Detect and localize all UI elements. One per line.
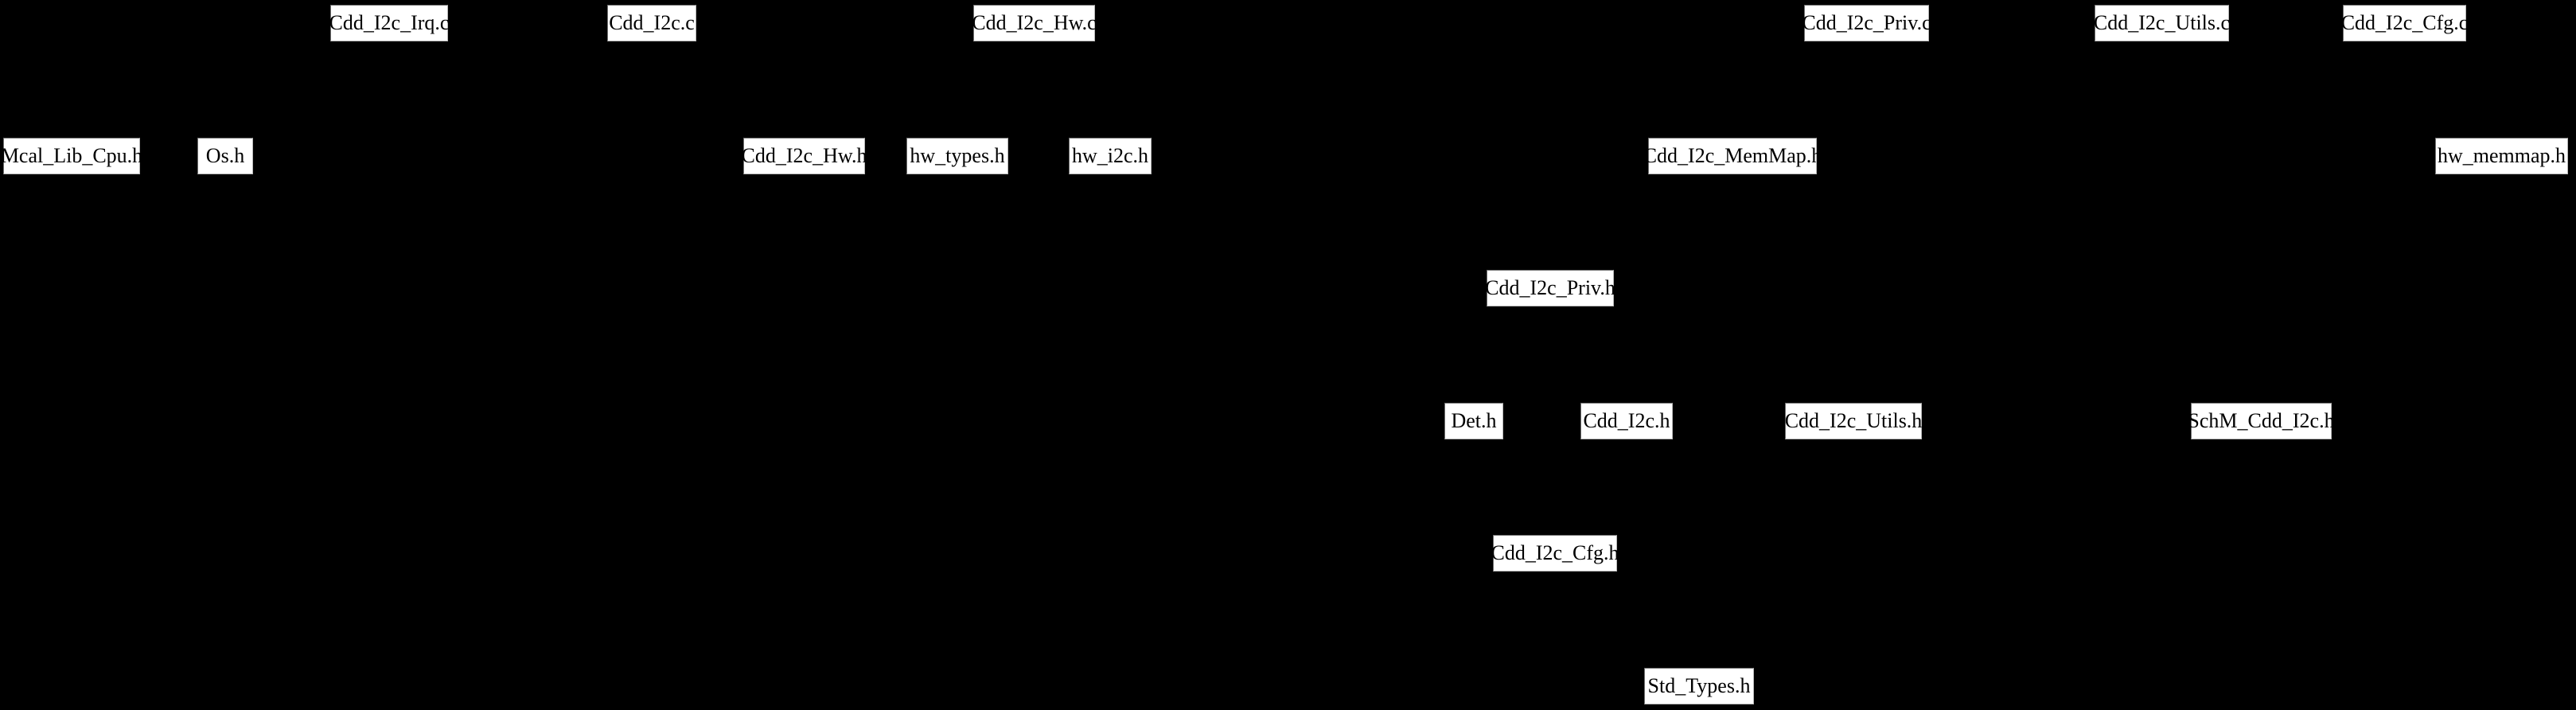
graph-node-label: Cdd_I2c_Priv.h — [1485, 276, 1615, 299]
graph-node-label: Cdd_I2c_Utils.c — [2093, 11, 2231, 34]
graph-node-cdd-i2c-utils-c[interactable]: Cdd_I2c_Utils.c — [2093, 5, 2231, 41]
graph-node-label: Cdd_I2c_MemMap.h — [1643, 144, 1822, 167]
graph-node-label: Cdd_I2c_Priv.c — [1802, 11, 1931, 34]
graph-node-hw-i2c-h[interactable]: hw_i2c.h — [1069, 138, 1152, 174]
graph-node-label: Cdd_I2c_Cfg.h — [1491, 541, 1619, 564]
graph-node-label: hw_types.h — [910, 144, 1005, 167]
graph-node-cdd-i2c-memmap-h[interactable]: Cdd_I2c_MemMap.h — [1643, 138, 1822, 174]
graph-node-label: Cdd_I2c_Cfg.c — [2340, 11, 2469, 34]
graph-node-cdd-i2c-cfg-h[interactable]: Cdd_I2c_Cfg.h — [1491, 535, 1619, 572]
graph-node-label: Cdd_I2c.c — [609, 11, 695, 34]
graph-node-label: Cdd_I2c_Hw.c — [972, 11, 1097, 34]
graph-node-cdd-i2c-priv-c[interactable]: Cdd_I2c_Priv.c — [1802, 5, 1931, 41]
graph-node-label: Std_Types.h — [1647, 674, 1751, 697]
graph-node-label: Cdd_I2c_Irq.c — [329, 11, 450, 34]
graph-node-cdd-i2c-hw-h[interactable]: Cdd_I2c_Hw.h — [741, 138, 867, 174]
graph-node-mcal-lib-cpu-h[interactable]: Mcal_Lib_Cpu.h — [0, 138, 143, 174]
graph-node-det-h[interactable]: Det.h — [1444, 403, 1503, 439]
graph-node-hw-types-h[interactable]: hw_types.h — [906, 138, 1008, 174]
graph-node-label: hw_memmap.h — [2437, 144, 2566, 167]
graph-node-label: Det.h — [1451, 409, 1497, 432]
graph-node-std-types-h[interactable]: Std_Types.h — [1644, 668, 1754, 704]
graph-node-cdd-i2c-priv-h[interactable]: Cdd_I2c_Priv.h — [1485, 270, 1615, 306]
graph-node-cdd-i2c-irq-c[interactable]: Cdd_I2c_Irq.c — [329, 5, 450, 41]
graph-node-hw-memmap-h[interactable]: hw_memmap.h — [2435, 138, 2568, 174]
graph-node-label: Cdd_I2c.h — [1583, 409, 1670, 432]
graph-node-cdd-i2c-utils-h[interactable]: Cdd_I2c_Utils.h — [1785, 403, 1922, 439]
graph-node-schm-cdd-i2c-h[interactable]: SchM_Cdd_I2c.h — [2188, 403, 2335, 439]
graph-node-os-h[interactable]: Os.h — [197, 138, 253, 174]
graph-node-label: Cdd_I2c_Utils.h — [1784, 409, 1923, 432]
graph-node-cdd-i2c-cfg-c[interactable]: Cdd_I2c_Cfg.c — [2340, 5, 2469, 41]
graph-node-cdd-i2c-h[interactable]: Cdd_I2c.h — [1580, 403, 1673, 439]
graph-node-label: SchM_Cdd_I2c.h — [2188, 409, 2335, 432]
graph-node-label: hw_i2c.h — [1071, 144, 1149, 167]
graph-node-label: Mcal_Lib_Cpu.h — [0, 144, 143, 167]
graph-node-label: Os.h — [205, 144, 245, 167]
graph-node-cdd-i2c-c[interactable]: Cdd_I2c.c — [607, 5, 696, 41]
graph-node-cdd-i2c-hw-c[interactable]: Cdd_I2c_Hw.c — [972, 5, 1097, 41]
graph-node-label: Cdd_I2c_Hw.h — [741, 144, 867, 167]
